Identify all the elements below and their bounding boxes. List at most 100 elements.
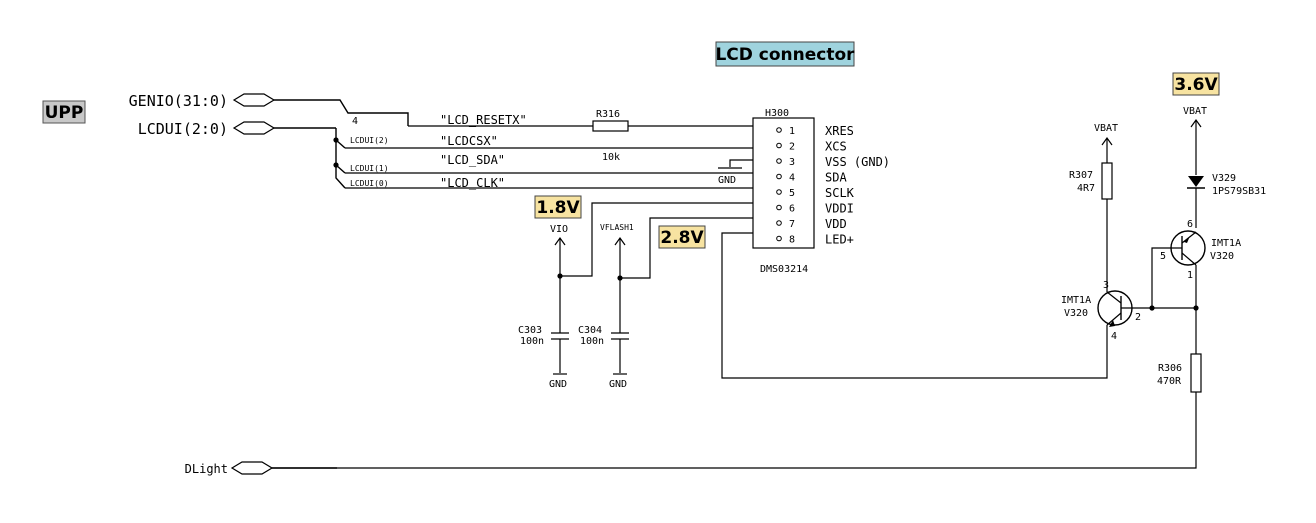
connector-part: DMS03214 (760, 264, 808, 275)
lcdui-junction-b (333, 162, 339, 168)
q-upper-pin-e: 6 (1187, 219, 1193, 230)
c304-gnd: GND (609, 379, 627, 390)
voltage-tag-1v8-text: 1.8V (536, 198, 580, 218)
v329-value: 1PS79SB31 (1212, 186, 1266, 197)
vss-gnd-label: GND (718, 175, 736, 186)
vflash-label: VFLASH1 (600, 223, 634, 232)
port-genio-symbol (232, 93, 276, 107)
r307-ref: R307 (1069, 170, 1093, 181)
voltage-tag-3v6-text: 3.6V (1174, 75, 1218, 95)
voltage-tag-2v8: 2.8V (658, 225, 706, 249)
vbat-left-label: VBAT (1094, 123, 1118, 134)
lcdui-junction-a (333, 137, 339, 143)
net-csx-label: "LCDCSX" (440, 134, 498, 148)
net-labels: 4 "LCD_RESETX" "LCDCSX" "LCD_SDA" "LCD_C… (350, 113, 527, 190)
connector-pin-num: 5 (789, 188, 795, 199)
voltage-tag-2v8-text: 2.8V (660, 228, 704, 248)
port-dlight-symbol (230, 461, 274, 475)
connector-pin-num: 6 (789, 204, 795, 215)
connector-pin-num: 1 (789, 126, 795, 137)
connector-pin-name: XCS (825, 140, 847, 154)
c303-value: 100n (520, 336, 544, 347)
q-lower-pin-b: 2 (1135, 312, 1141, 323)
port-genio-label: GENIO(31:0) (129, 92, 228, 110)
lcd-connector-tag: LCD connector (715, 41, 855, 67)
q-lower-value: V320 (1064, 308, 1088, 319)
capacitor-c304: C304 100n GND (578, 325, 629, 390)
connector-pin-2 (776, 142, 782, 149)
q-upper-pin-b: 5 (1160, 251, 1166, 262)
vddi-wire (560, 202, 775, 277)
q-upper-pin-c: 1 (1187, 270, 1193, 281)
connector-pin-name: SCLK (825, 186, 855, 200)
base-junction (1149, 305, 1155, 311)
net-reset-label: "LCD_RESETX" (440, 113, 527, 127)
q-lower-pin-e: 4 (1111, 331, 1117, 342)
connector-body (752, 117, 815, 249)
connector-pin-num: 3 (789, 157, 795, 168)
q-upper-value: V320 (1210, 251, 1234, 262)
c304-ref: C304 (578, 325, 602, 336)
port-dlight-label: DLight (185, 462, 228, 476)
lcd-connector-tag-text: LCD connector (715, 45, 855, 65)
port-lcdui: LCDUI(2:0) (138, 120, 276, 138)
connector-pin-name: VSS (GND) (825, 155, 890, 169)
connector-pin-7 (776, 220, 782, 226)
c304-value: 100n (580, 336, 604, 347)
r307-value: 4R7 (1077, 183, 1095, 194)
net-clk-label: "LCD_CLK" (440, 176, 505, 190)
q-lower-ref: IMT1A (1061, 295, 1091, 306)
vflash-junction (617, 275, 623, 281)
voltage-tag-1v8: 1.8V (534, 195, 582, 219)
connector-pin-6 (776, 204, 782, 211)
vbat-right-label: VBAT (1183, 106, 1207, 117)
connector-pin-num: 4 (789, 173, 795, 184)
v329-ref: V329 (1212, 173, 1236, 184)
port-dlight: DLight (185, 461, 274, 476)
connector-pin-name: VDDI (825, 202, 854, 216)
connector-pin-num: 2 (789, 142, 795, 153)
capacitor-c303: C303 100n GND (518, 325, 569, 390)
upp-tag: UPP (42, 100, 86, 124)
signal-wires (345, 125, 1108, 379)
bus-tap-label: 4 (352, 116, 358, 127)
port-lcdui-label: LCDUI(2:0) (138, 120, 228, 138)
upp-tag-text: UPP (45, 103, 84, 123)
bus-wires (274, 99, 409, 189)
r306-ref: R306 (1158, 363, 1182, 374)
net-sda-label: "LCD_SDA" (440, 153, 505, 167)
transistor-v320-upper: 6 5 1 IMT1A V320 (1149, 219, 1241, 311)
genio-bus-wire (274, 99, 409, 126)
q-upper-ref: IMT1A (1211, 238, 1241, 249)
connector-pin-1 (776, 127, 782, 133)
connector-pin-name: VDD (825, 217, 847, 231)
diode-v329: V329 1PS79SB31 (1187, 173, 1266, 228)
c303-ref: C303 (518, 325, 542, 336)
net-lcdui2-label: LCDUI(2) (350, 136, 389, 145)
vflash-supply: VFLASH1 (600, 223, 634, 333)
voltage-tag-3v6: 3.6V (1172, 72, 1220, 96)
connector-pin-name: XRES (825, 124, 854, 138)
port-genio: GENIO(31:0) (129, 92, 276, 110)
connector-pin-name: LED+ (825, 233, 854, 247)
resistor-r306: R306 470R (272, 308, 1202, 469)
net-lcdui0-label: LCDUI(0) (350, 179, 389, 188)
r316-value: 10k (602, 152, 620, 163)
transistor-v320-lower: 3 2 4 IMT1A V320 (1061, 280, 1150, 342)
vbat-left: VBAT (1094, 123, 1118, 163)
connector-pin-num: 8 (789, 235, 795, 246)
net-lcdui1-label: LCDUI(1) (350, 164, 389, 173)
vbat-right: VBAT (1183, 106, 1207, 175)
lcdui0-entry (335, 165, 346, 189)
connector-pin-4 (776, 173, 782, 180)
resistor-r307: R307 4R7 (1069, 162, 1113, 292)
connector-pin-8 (776, 235, 782, 242)
vio-junction (557, 273, 563, 279)
port-lcdui-symbol (232, 121, 276, 135)
vio-supply: VIO (550, 224, 568, 333)
connector-pin-3 (776, 158, 782, 164)
q-lower-pin-c: 3 (1103, 280, 1109, 291)
